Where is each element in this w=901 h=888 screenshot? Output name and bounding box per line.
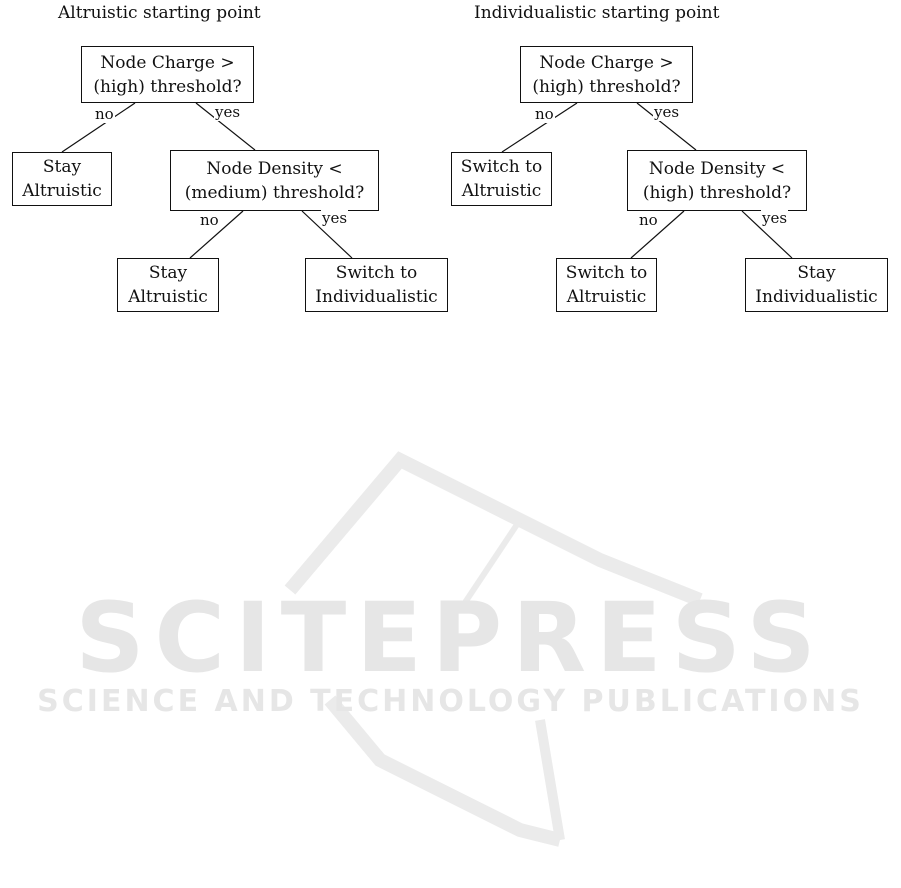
right-leaf-stay-individualistic: Stay Individualistic bbox=[745, 258, 888, 312]
node-line: Node Density < bbox=[648, 158, 786, 179]
node-line: (high) threshold? bbox=[532, 76, 681, 97]
edge-right-root-no bbox=[501, 102, 578, 153]
node-line: Node Density < bbox=[206, 158, 343, 179]
edge-label-yes: yes bbox=[214, 103, 242, 121]
left-leaf-stay-altruistic: Stay Altruistic bbox=[12, 152, 112, 206]
node-line: (medium) threshold? bbox=[184, 182, 365, 203]
node-line: Individualistic bbox=[755, 287, 878, 307]
node-line: Node Charge > bbox=[100, 52, 235, 73]
node-line: (high) threshold? bbox=[642, 182, 792, 203]
node-line: Individualistic bbox=[315, 287, 438, 307]
node-line: Altruistic bbox=[22, 181, 102, 201]
edge-right-root-yes bbox=[636, 102, 697, 151]
edge-right-mid-yes bbox=[741, 210, 793, 259]
edge-label-yes: yes bbox=[761, 209, 789, 227]
node-line: Stay bbox=[797, 263, 836, 283]
node-line: Switch to bbox=[460, 157, 543, 177]
right-leaf-switch-altruistic-2: Switch to Altruistic bbox=[556, 258, 657, 312]
edge-left-root-no bbox=[61, 102, 136, 153]
edge-label-no: no bbox=[199, 211, 220, 229]
node-line: Altruistic bbox=[461, 181, 542, 201]
edge-label-yes: yes bbox=[653, 103, 681, 121]
left-leaf-switch-individualistic: Switch to Individualistic bbox=[305, 258, 448, 312]
node-line: Node Charge > bbox=[539, 52, 674, 73]
edge-left-mid-yes bbox=[301, 210, 353, 259]
node-line: Altruistic bbox=[128, 287, 208, 307]
left-leaf-stay-altruistic-2: Stay Altruistic bbox=[117, 258, 219, 312]
watermark-brand: SCITEPRESS bbox=[75, 582, 826, 694]
edge-right-mid-no bbox=[630, 210, 685, 259]
edge-label-no: no bbox=[638, 211, 659, 229]
right-root-node: Node Charge > (high) threshold? bbox=[520, 46, 693, 103]
node-line: Switch to bbox=[565, 263, 648, 283]
edge-left-mid-no bbox=[189, 210, 244, 259]
left-mid-node: Node Density < (medium) threshold? bbox=[170, 150, 379, 211]
edge-label-no: no bbox=[534, 105, 555, 123]
node-line: Switch to bbox=[335, 263, 418, 283]
edge-left-root-yes bbox=[195, 102, 256, 151]
node-line: Stay bbox=[42, 157, 82, 177]
right-leaf-switch-altruistic: Switch to Altruistic bbox=[451, 152, 552, 206]
watermark-tagline: SCIENCE AND TECHNOLOGY PUBLICATIONS bbox=[37, 684, 864, 719]
node-line: Altruistic bbox=[566, 287, 647, 307]
left-root-node: Node Charge > (high) threshold? bbox=[81, 46, 254, 103]
node-line: Stay bbox=[148, 263, 188, 283]
diagram-title-altruistic: Altruistic starting point bbox=[58, 3, 261, 23]
edge-label-yes: yes bbox=[321, 209, 349, 227]
right-mid-node: Node Density < (high) threshold? bbox=[627, 150, 807, 211]
diagram-title-individualistic: Individualistic starting point bbox=[474, 3, 720, 23]
node-line: (high) threshold? bbox=[93, 76, 242, 97]
edge-label-no: no bbox=[94, 105, 115, 123]
